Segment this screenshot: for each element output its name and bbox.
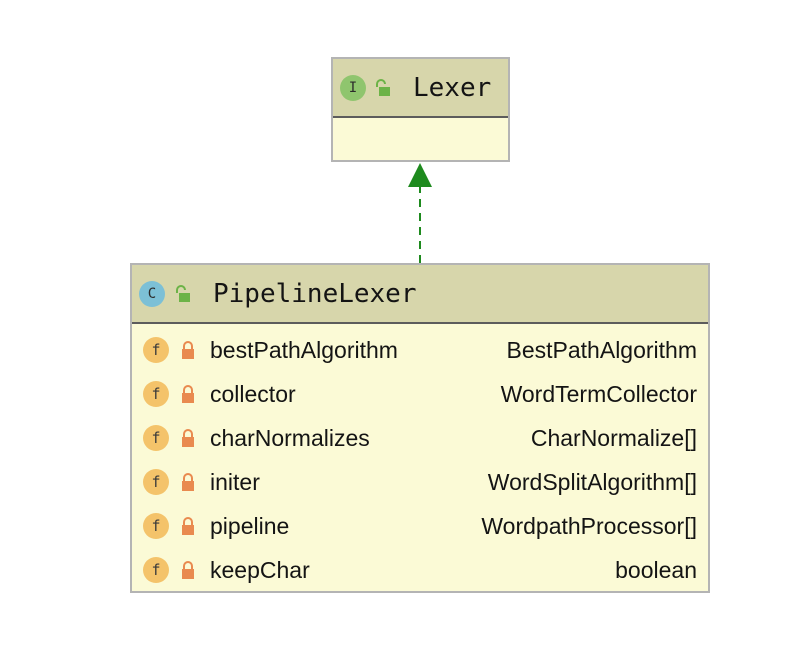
field-kind-icon: f (143, 513, 169, 539)
field-row[interactable]: f pipeline WordpathProcessor[] (132, 504, 708, 548)
field-type: boolean (615, 557, 697, 583)
field-row[interactable]: f collector WordTermCollector (132, 372, 708, 416)
interface-name: Lexer (413, 73, 492, 103)
class-name: PipelineLexer (213, 279, 417, 309)
private-lock-icon (182, 561, 194, 579)
private-lock-icon (182, 473, 194, 491)
field-name: initer (210, 469, 260, 495)
field-kind-icon: f (143, 381, 169, 407)
field-kind-icon: f (143, 557, 169, 583)
private-lock-icon (182, 517, 194, 535)
field-type: BestPathAlgorithm (506, 337, 697, 363)
class-kind-icon: C (139, 281, 165, 307)
private-lock-icon (182, 385, 194, 403)
class-pipelinelexer-box[interactable]: C PipelineLexer f bestPathAlgorithm Best… (130, 263, 710, 593)
field-type: WordTermCollector (500, 381, 697, 407)
field-kind-icon: f (143, 469, 169, 495)
field-name: bestPathAlgorithm (210, 337, 398, 363)
public-visibility-icon (376, 79, 390, 96)
field-row[interactable]: f initer WordSplitAlgorithm[] (132, 460, 708, 504)
field-kind-icon: f (143, 337, 169, 363)
private-lock-icon (182, 429, 194, 447)
field-type: WordSplitAlgorithm[] (487, 469, 697, 495)
field-row[interactable]: f charNormalizes CharNormalize[] (132, 416, 708, 460)
interface-kind-icon: I (340, 75, 366, 101)
field-name: keepChar (210, 557, 310, 583)
field-type: WordpathProcessor[] (481, 513, 697, 539)
private-lock-icon (182, 341, 194, 359)
field-row[interactable]: f bestPathAlgorithm BestPathAlgorithm (132, 328, 708, 372)
implements-arrowhead (408, 163, 432, 187)
interface-lexer-box[interactable]: I Lexer (331, 57, 510, 162)
field-kind-icon: f (143, 425, 169, 451)
field-name: pipeline (210, 513, 290, 539)
fields-list: f bestPathAlgorithm BestPathAlgorithm f … (132, 324, 708, 591)
interface-header: I Lexer (333, 59, 508, 118)
public-visibility-icon (176, 285, 190, 302)
class-header: C PipelineLexer (132, 265, 708, 324)
field-type: CharNormalize[] (530, 425, 697, 451)
field-name: charNormalizes (210, 425, 370, 451)
field-row[interactable]: f keepChar boolean (132, 548, 708, 592)
field-name: collector (210, 381, 296, 407)
